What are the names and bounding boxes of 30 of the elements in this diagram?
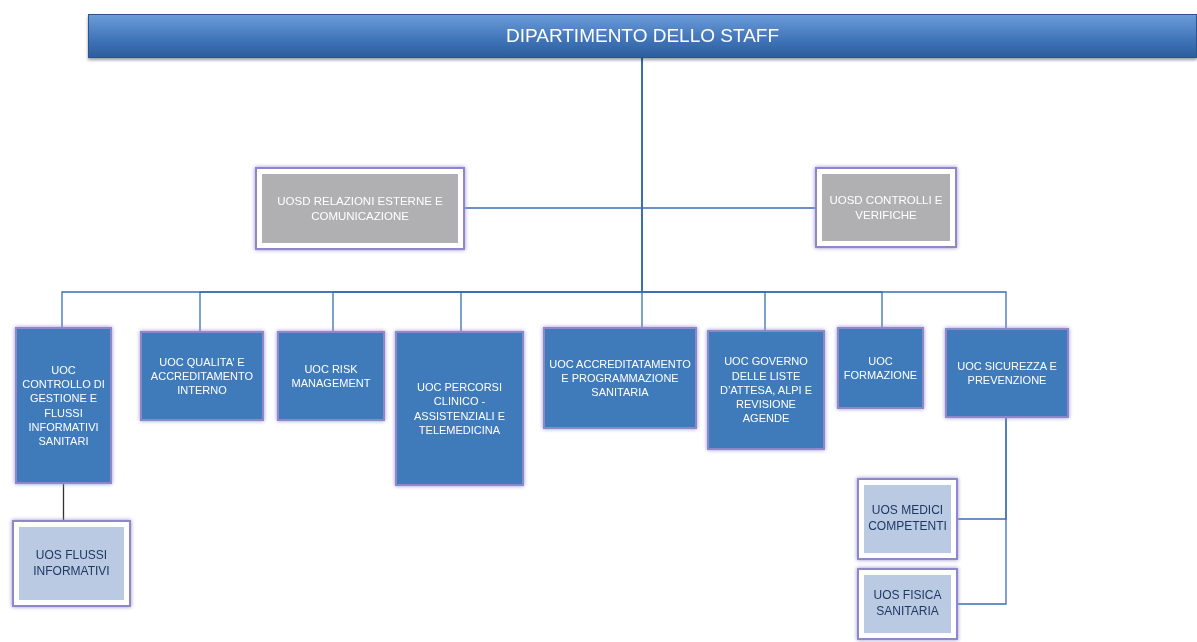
unit-name: UOC FORMAZIONE <box>842 353 919 383</box>
unit-name: UOS FLUSSI INFORMATIVI <box>32 547 111 580</box>
unit-box <box>12 520 131 607</box>
unit-name: UOS MEDICI COMPETENTI <box>867 503 948 535</box>
connector-line <box>62 483 65 521</box>
unit-name: UOC RISK MANAGEMENT <box>290 361 372 391</box>
unit-box <box>277 331 385 421</box>
unit-name: UOC ACCREDITATAMENTO E PROGRAMMAZIONE SANITARIA <box>548 356 692 400</box>
unit-name: UOSD RELAZIONI ESTERNE E COMUNICAZIONE <box>276 193 444 224</box>
unit-box <box>395 331 524 486</box>
connector-line <box>957 417 1007 605</box>
header-bar <box>88 14 1197 58</box>
unit-name: UOC QUALITA’ E ACCREDITAMENTO INTERNO <box>149 354 255 398</box>
unit-box <box>857 568 958 640</box>
unit-name: DIPARTIMENTO DELLO STAFF <box>504 23 781 48</box>
unit-name: UOC SICUREZZA E PREVENZIONE <box>956 358 1058 388</box>
unit-box <box>857 478 958 560</box>
unit-box <box>945 328 1069 418</box>
unit-name: UOS FISICA SANITARIA <box>872 588 943 620</box>
unit-box <box>255 167 465 250</box>
unit-name: UOSD CONTROLLI E VERIFICHE <box>828 192 944 223</box>
unit-box <box>815 167 957 248</box>
unit-box <box>707 330 825 450</box>
unit-name: UOC CONTROLLO DI GESTIONE E FLUSSI INFORMATIVI SANITARI <box>21 362 106 449</box>
unit-box <box>543 327 697 429</box>
unit-box <box>140 331 264 421</box>
unit-box <box>837 327 924 409</box>
unit-name: UOC PERCORSI CLINICO - ASSISTENZIALI E TELEMEDICINA <box>412 379 507 438</box>
unit-name: UOC GOVERNO DELLE LISTE D’ATTESA, ALPI E REVISIONE AGENDE <box>718 354 814 426</box>
unit-box <box>15 327 112 484</box>
